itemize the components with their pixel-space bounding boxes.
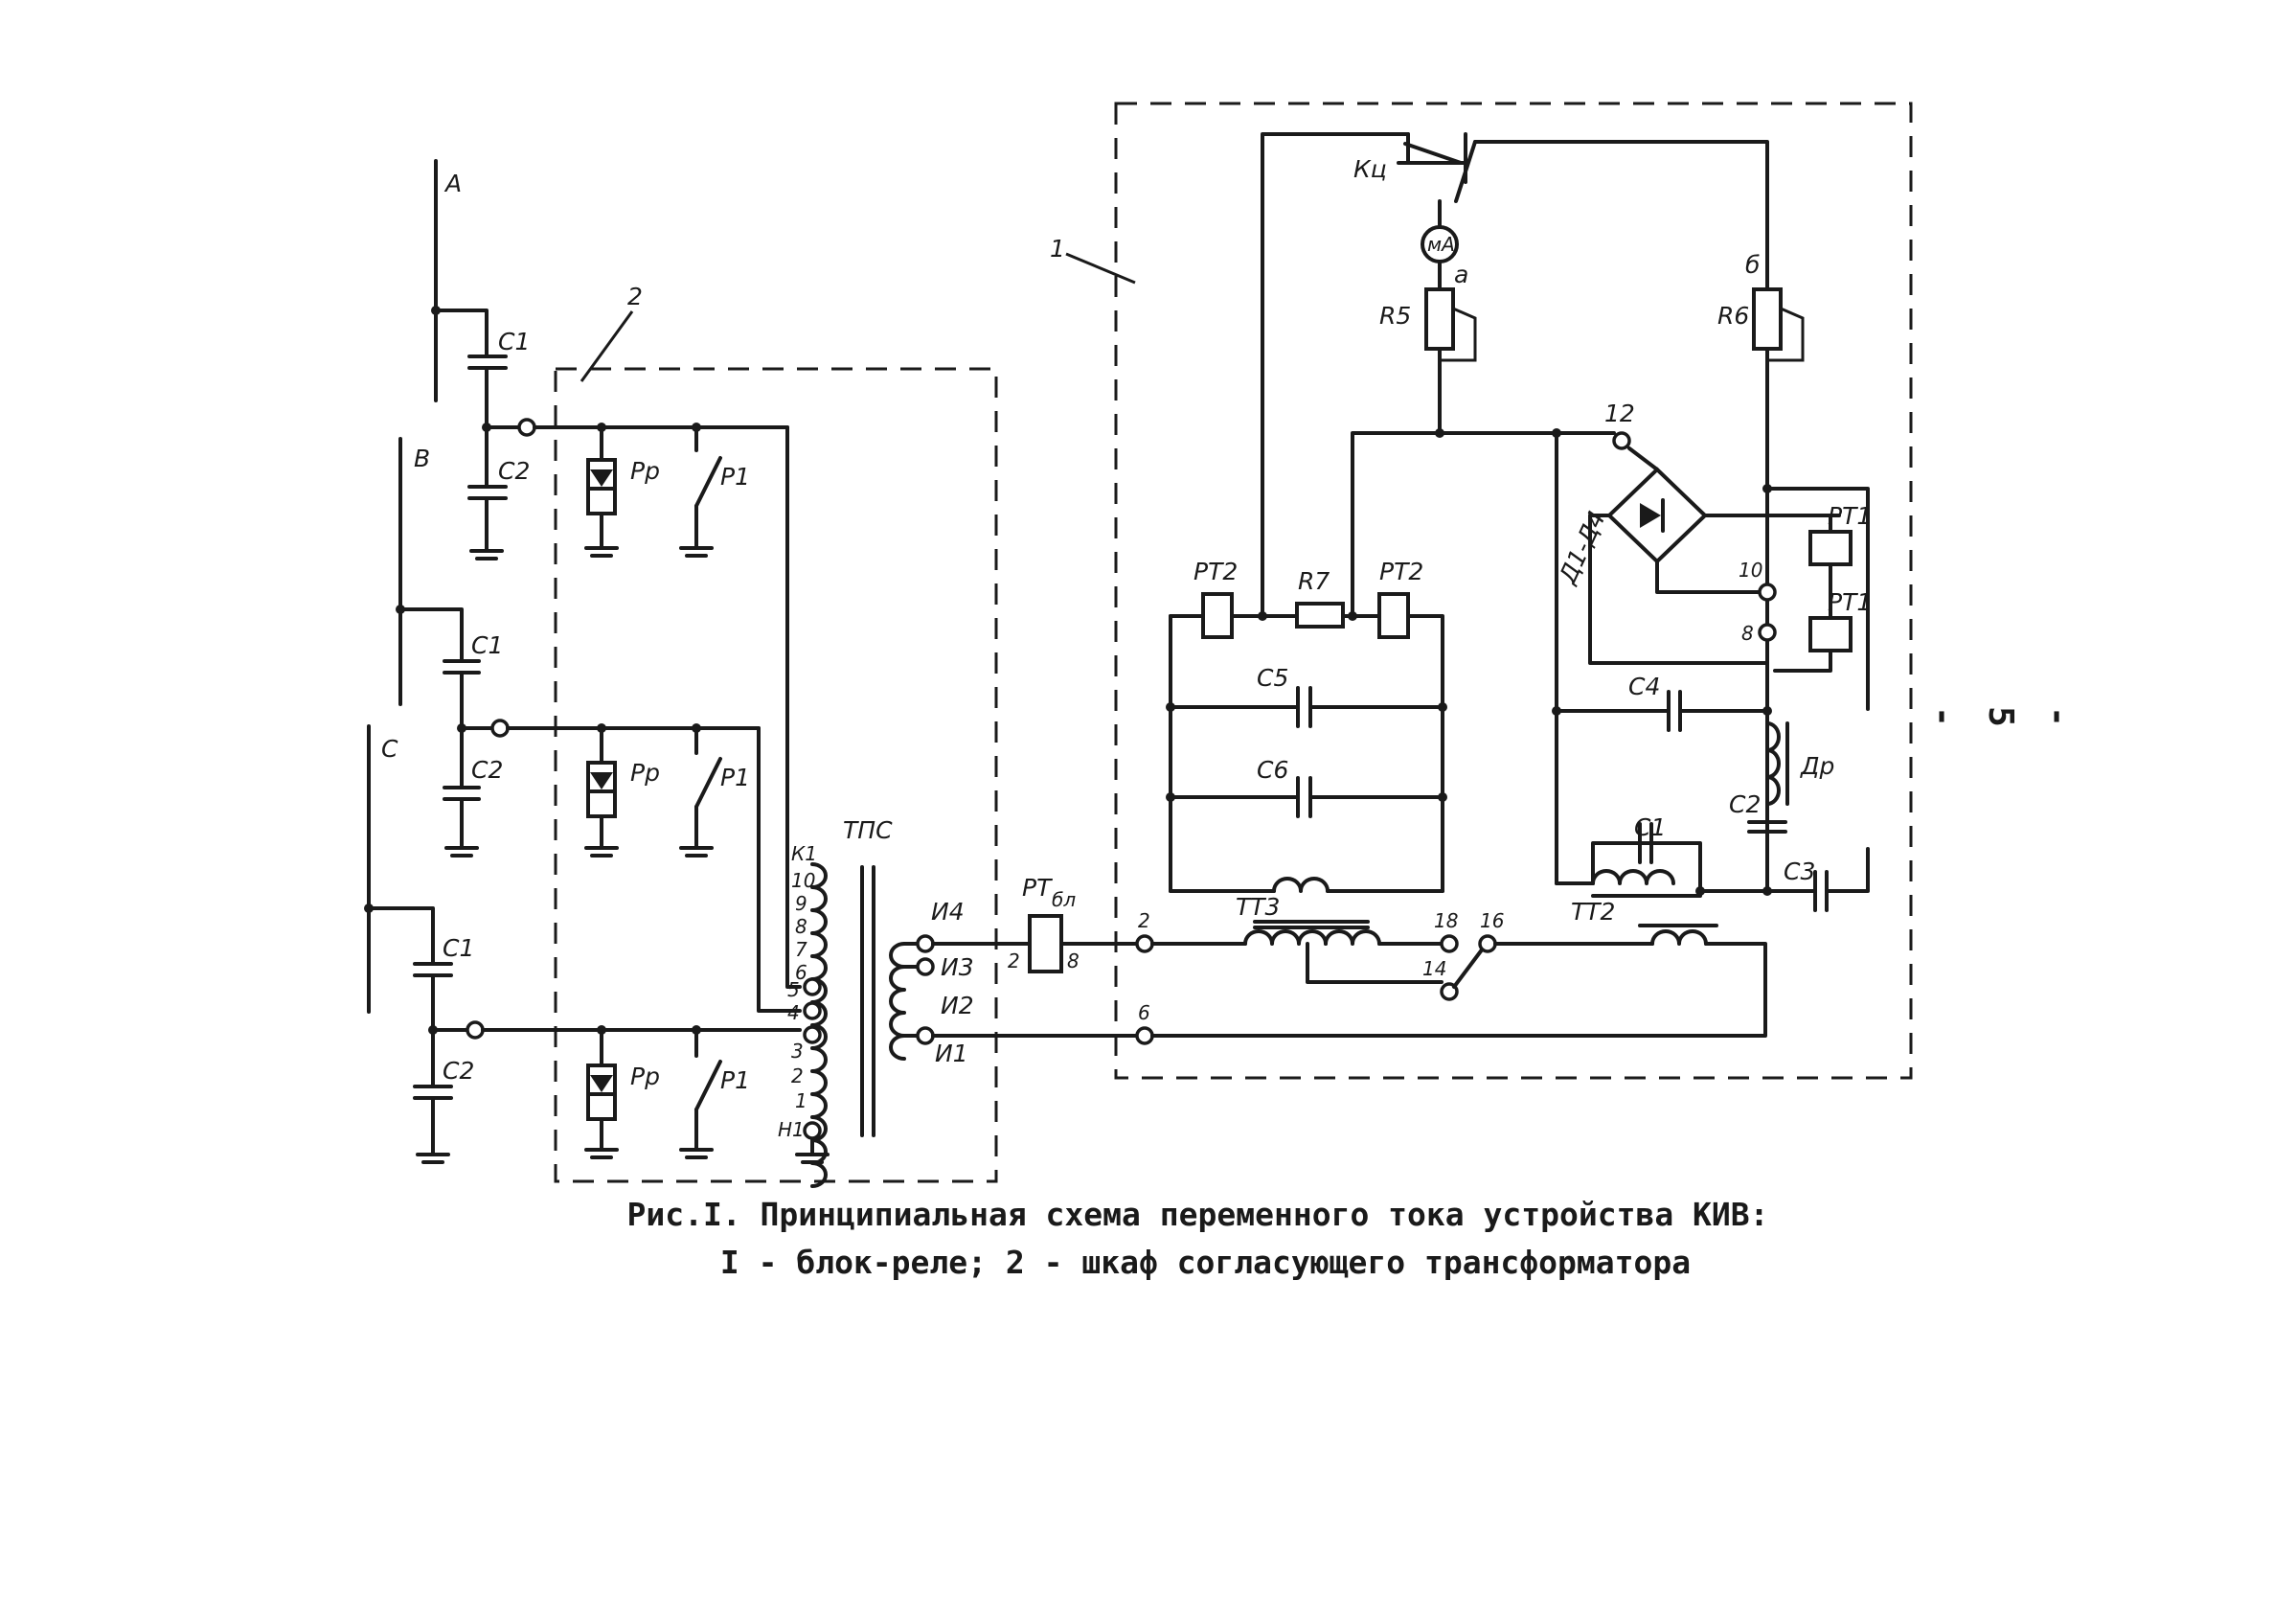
svg-text:6: 6 [1138,1001,1150,1024]
label-box-1: 1 [1050,235,1065,263]
svg-text:ТТ3: ТТ3 [1236,893,1280,921]
svg-text:С1: С1 [1634,813,1666,841]
phase-a-section: А С1 С2 [431,159,536,560]
svg-text:РТ1: РТ1 [1828,588,1872,616]
switch-p1-1: Р1 [679,425,750,558]
svg-text:8: 8 [1067,949,1080,972]
svg-text:6: 6 [795,961,807,984]
svg-text:7: 7 [795,938,807,961]
page-number: - 5 - [1923,706,2078,727]
svg-text:С2: С2 [1729,790,1761,818]
switch-p1-2: Р1 [679,726,750,858]
transformer-tps: ТПС К1 Н1 10 9 8 7 6 5 4 3 2 1 И4 И3 И2 … [778,816,974,1188]
arrester-rp-3: Рр [584,1028,660,1159]
svg-text:Д1-Д4: Д1-Д4 [1553,507,1610,589]
svg-text:2: 2 [791,1064,804,1087]
svg-text:С2: С2 [498,457,530,485]
svg-text:мА: мА [1427,233,1455,256]
svg-text:С5: С5 [1257,664,1288,692]
svg-text:Н1: Н1 [778,1118,805,1141]
svg-text:С1: С1 [498,328,530,355]
svg-text:4: 4 [787,1001,800,1024]
svg-text:РТ2: РТ2 [1379,558,1423,585]
svg-text:Рр: Рр [630,1063,660,1090]
svg-text:К1: К1 [791,842,817,865]
relay-rtbl: РТ бл 2 8 [1008,874,1080,973]
svg-text:ТПС: ТПС [843,816,893,844]
svg-text:Рр: Рр [630,457,660,485]
phase-c-section: С С1 С2 [364,724,485,1164]
svg-text:РТ: РТ [1022,874,1053,902]
svg-text:ТТ2: ТТ2 [1571,898,1615,926]
svg-text:С1: С1 [443,934,474,962]
figure-caption-line-2: I - блок-реле; 2 - шкаф согласующего тра… [719,1244,1692,1281]
cabinet-internal-wiring [481,423,802,1035]
svg-text:12: 12 [1604,400,1635,427]
relay-block-wiring: 2 6 ТТ3 18 14 16 ТТ2 РТ2 R7 РТ2 [1135,132,1872,1045]
svg-text:б: б [1745,251,1760,279]
arrester-rp-1: Рр [584,425,660,558]
svg-text:С2: С2 [443,1057,474,1085]
figure-caption-line-1: Рис.I. Принципиальная схема переменного … [626,1196,1769,1233]
svg-text:R6: R6 [1717,302,1749,330]
svg-text:С1: С1 [471,631,503,659]
svg-text:8: 8 [1741,622,1754,645]
svg-text:10: 10 [1739,559,1762,582]
svg-text:бл: бл [1052,888,1076,911]
label-box-2: 2 [627,283,643,310]
svg-text:С4: С4 [1628,673,1660,700]
svg-text:РТ2: РТ2 [1193,558,1238,585]
phase-b-section: В С1 С2 [396,437,510,858]
svg-text:10: 10 [791,869,815,892]
link-wiring [931,942,1147,1038]
svg-text:9: 9 [795,892,807,915]
svg-text:И4: И4 [931,898,965,926]
svg-text:С2: С2 [471,756,503,784]
svg-text:14: 14 [1422,957,1446,980]
svg-text:2: 2 [1008,949,1020,972]
svg-text:С6: С6 [1257,756,1288,784]
svg-text:С: С [381,735,398,763]
svg-text:И1: И1 [935,1040,968,1067]
svg-text:РТ1: РТ1 [1828,502,1872,530]
switch-p1-3: Р1 [679,1028,750,1159]
svg-text:R5: R5 [1379,302,1411,330]
svg-text:16: 16 [1480,909,1504,932]
box-matching-transformer-cabinet [554,367,998,1183]
svg-text:И3: И3 [941,953,974,981]
svg-text:Кц: Кц [1353,155,1387,183]
svg-text:R7: R7 [1298,567,1330,595]
svg-text:Рр: Рр [630,759,660,787]
svg-text:С3: С3 [1784,858,1815,885]
arrester-rp-2: Рр [584,726,660,858]
svg-text:Р1: Р1 [720,764,750,791]
svg-text:1: 1 [795,1089,807,1112]
svg-text:2: 2 [1138,909,1150,932]
box-relay-block [1114,102,1913,1080]
svg-text:а: а [1454,261,1468,288]
svg-text:18: 18 [1434,909,1458,932]
svg-text:5: 5 [787,978,800,1001]
svg-text:И2: И2 [941,992,974,1019]
svg-text:8: 8 [795,915,807,938]
svg-text:Р1: Р1 [720,1066,750,1094]
svg-text:А: А [443,170,462,197]
svg-text:3: 3 [791,1040,804,1063]
svg-text:В: В [414,445,430,472]
svg-text:Р1: Р1 [720,463,750,491]
svg-text:Др: Др [1800,752,1834,780]
